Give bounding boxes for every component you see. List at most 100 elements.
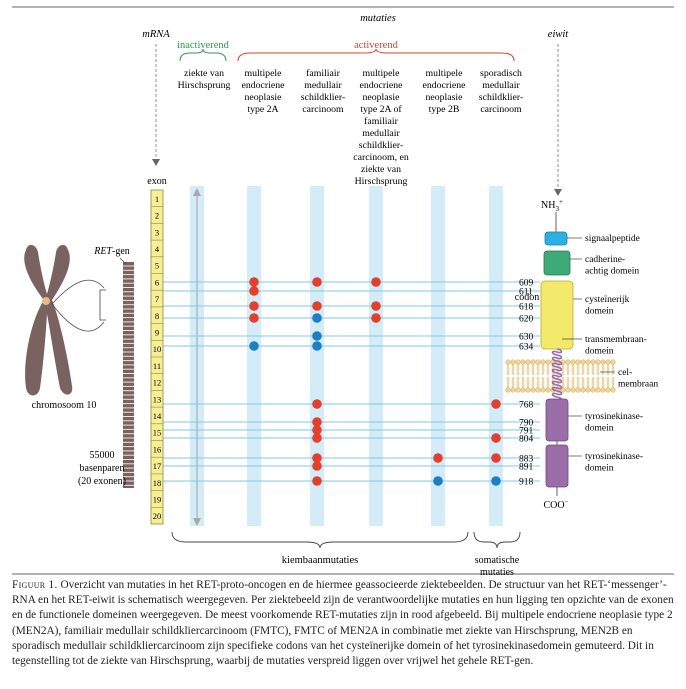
gene-stripes — [123, 265, 134, 486]
chromosome-10 — [24, 244, 73, 396]
disease-3-line-8: ziekte van — [361, 164, 401, 175]
mutation-dot-620-col3 — [371, 313, 381, 323]
kiembaan-brace — [171, 531, 469, 549]
disease-1-line-0: multipele — [244, 68, 282, 79]
exon-5: 5 — [155, 261, 159, 271]
disease-2-line-2: schildklier- — [301, 92, 345, 103]
mutation-dot-609-col3 — [371, 277, 381, 287]
caption-lead: Figuur 1. — [12, 579, 58, 591]
domain-label-5-0: tyrosinekinase- — [585, 412, 643, 422]
mrna-arrow-head — [152, 159, 160, 166]
disease-4-line-1: endocriene — [423, 80, 467, 91]
mutation-dot-883-col5 — [491, 453, 501, 463]
disease-0-line-1: Hirschsprung — [178, 80, 231, 91]
mutaties-title: mutaties — [360, 13, 396, 24]
codon-label-883: 883 — [519, 455, 534, 465]
mutation-dot-609-col1 — [249, 277, 259, 287]
mutation-dot-804-col2 — [312, 433, 322, 443]
exon-15: 15 — [153, 428, 162, 438]
exon-17: 17 — [153, 461, 162, 471]
cell-membrane — [505, 359, 616, 393]
somatisch-label-1: somatische — [475, 555, 520, 566]
ret-gen-label: RET-gen — [93, 246, 130, 257]
kiembaan-label: kiembaanmutaties — [282, 555, 358, 566]
mutation-dot-804-col5 — [491, 433, 501, 443]
mutation-dot-790-col2 — [312, 417, 322, 427]
tyrosine-kinase-domain-1 — [545, 398, 569, 442]
mutation-dot-883-col4 — [433, 453, 443, 463]
mrna-label: mRNA — [142, 29, 170, 40]
exon-header: exon — [147, 176, 166, 187]
disease-1-line-1: endocriene — [242, 80, 286, 91]
exon-2: 2 — [155, 211, 159, 221]
codon-label-620: 620 — [519, 315, 534, 325]
mutation-dot-611-col1 — [249, 286, 259, 296]
codon-label-768: 768 — [519, 401, 534, 411]
codon-header: codon — [515, 292, 539, 303]
cooh-label: COO− — [543, 498, 568, 511]
mutation-dot-618-col2 — [312, 301, 322, 311]
domain-label-6-1: domein — [585, 464, 614, 474]
domain-label-4-1: membraan — [618, 380, 658, 390]
figure-caption: Figuur 1. Overzicht van mutaties in het … — [12, 578, 674, 669]
domain-label-1-1: achtig domein — [585, 267, 639, 277]
codon-label-609: 609 — [519, 279, 534, 289]
exon-1: 1 — [155, 194, 159, 204]
exon-19: 19 — [153, 494, 162, 504]
disease-4-line-2: neoplasie — [426, 92, 464, 103]
mutation-dot-634-col2 — [312, 341, 322, 351]
zoom-lines — [51, 279, 105, 332]
signal-peptide-domain — [544, 231, 568, 246]
exon-11: 11 — [153, 361, 161, 371]
exon-6: 6 — [155, 277, 159, 287]
cadherin-domain — [543, 250, 571, 276]
mutation-dot-618-col3 — [371, 301, 381, 311]
exon-10: 10 — [153, 344, 162, 354]
codon-label-804: 804 — [519, 435, 534, 445]
tyrosine-kinase-domain-2 — [545, 444, 569, 488]
domain-label-5-1: domein — [585, 424, 614, 434]
codon-label-891: 891 — [519, 463, 534, 473]
mutation-dot-891-col2 — [312, 461, 322, 471]
domain-label-3-0: transmembraan- — [585, 335, 647, 345]
disease-2-line-0: familiair — [306, 68, 340, 79]
exon-7: 7 — [155, 294, 159, 304]
domain-label-6-0: tyrosinekinase- — [585, 452, 643, 462]
mutation-dot-618-col1 — [249, 301, 259, 311]
eiwit-arrow-head — [554, 189, 562, 196]
mutation-dot-791-col2 — [312, 425, 322, 435]
mutation-column-5 — [489, 186, 503, 526]
domain-label-1-0: cadherine- — [585, 255, 625, 265]
mutation-dot-620-col1 — [249, 313, 259, 323]
inactiverend-label: inactiverend — [177, 40, 230, 51]
codon-label-918: 918 — [519, 478, 534, 488]
mutation-dot-768-col2 — [312, 399, 322, 409]
centromere — [42, 297, 50, 305]
ret-protein: NH3+ COO− — [505, 198, 616, 511]
disease-0-line-0: ziekte van — [184, 68, 224, 79]
disease-5-line-3: carcinoom — [480, 104, 522, 115]
codon-label-611: 611 — [519, 288, 533, 298]
mutation-dot-768-col5 — [491, 399, 501, 409]
ret-gen-pointer — [119, 257, 127, 265]
codon-label-791: 791 — [519, 427, 534, 437]
exon-13: 13 — [153, 394, 162, 404]
disease-3-line-7: carcinoom, en — [353, 152, 409, 163]
disease-4-line-3: type 2B — [429, 104, 460, 115]
disease-3-line-5: medullair — [362, 128, 400, 139]
mutation-column-3 — [369, 186, 383, 526]
codon-label-618: 618 — [519, 303, 534, 313]
ret-mutation-figure: mutaties mRNA eiwit inactiverend activer… — [12, 6, 674, 575]
domain-label-3-1: domein — [585, 347, 614, 357]
mutation-dot-918-col5 — [491, 476, 501, 486]
mutation-dot-630-col2 — [312, 331, 322, 341]
disease-2-line-1: medullair — [304, 80, 342, 91]
zoom-bracket — [99, 289, 106, 321]
exon-12: 12 — [153, 378, 162, 388]
exon-4: 4 — [155, 244, 160, 254]
mutation-dot-918-col4 — [433, 476, 443, 486]
codon-label-634: 634 — [519, 343, 534, 353]
disease-5-line-0: sporadisch — [480, 68, 522, 79]
disease-3-line-0: multipele — [362, 68, 400, 79]
chromosome-label: chromosoom 10 — [32, 400, 97, 411]
